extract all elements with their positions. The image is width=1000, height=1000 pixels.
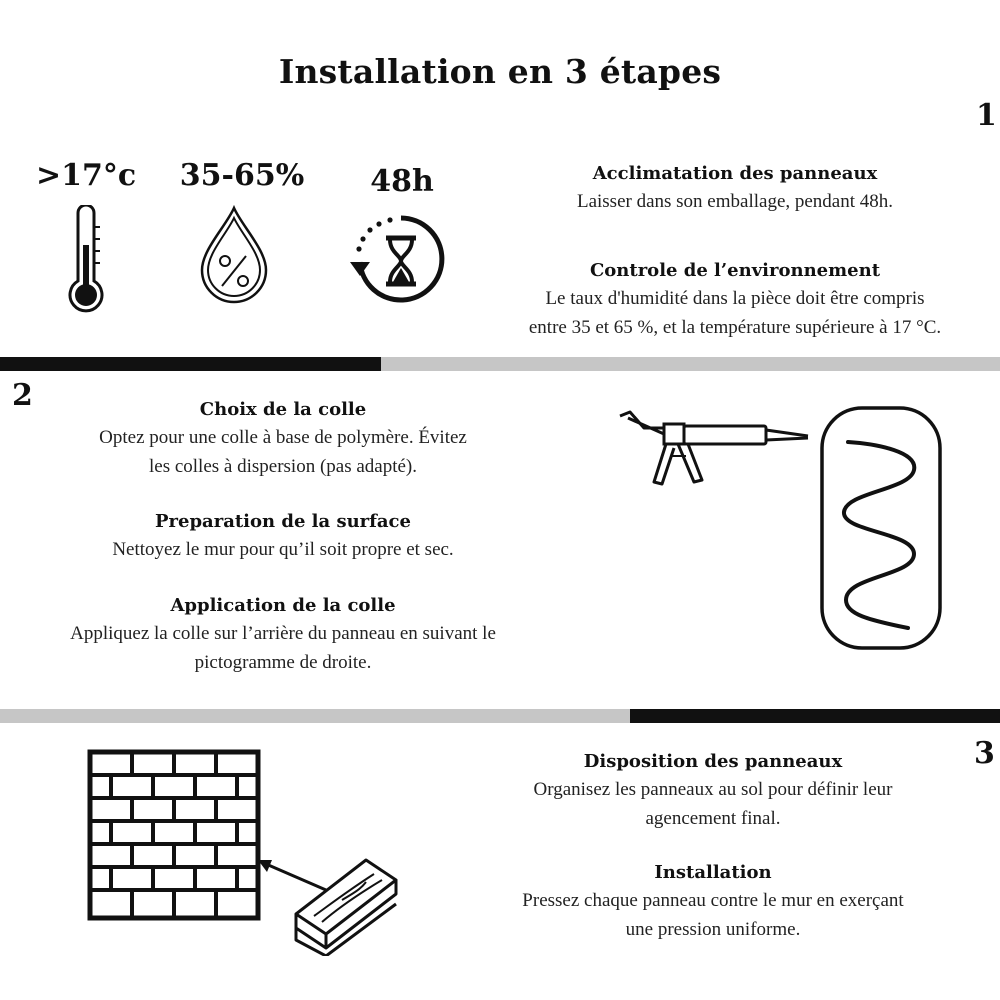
step2-block-colle: Choix de la colle Optez pour une colle à… <box>30 397 536 481</box>
step1-heading-2: Controle de l’environnement <box>589 260 881 281</box>
step2-heading-2: Preparation de la surface <box>155 511 411 532</box>
caulking-gun-icon <box>616 408 816 492</box>
step2-text-1a: Optez pour une colle à base de polymère.… <box>99 427 467 448</box>
step2-text-3b: pictogramme de droite. <box>194 652 372 673</box>
step-number-3: 3 <box>974 736 995 771</box>
thermometer-icon <box>64 205 108 315</box>
brick-wall-icon <box>86 748 262 922</box>
step2-text-2: Nettoyez le mur pour qu’il soit propre e… <box>112 539 454 560</box>
duration-value: 48h <box>370 164 434 199</box>
step3-block-disposition: Disposition des panneaux Organisez les p… <box>470 749 956 833</box>
divider-1-dark <box>0 357 381 371</box>
divider-2-dark <box>630 709 1000 723</box>
step3-text-1a: Organisez les panneaux au sol pour défin… <box>533 779 893 800</box>
step3-text-2a: Pressez chaque panneau contre le mur en … <box>522 890 904 911</box>
step2-text-1b: les colles à dispersion (pas adapté). <box>148 456 418 477</box>
step2-heading-1: Choix de la colle <box>199 399 367 420</box>
page-title: Installation en 3 étapes <box>278 52 722 91</box>
temperature-value: >17°c <box>36 158 137 193</box>
step1-block-environnement: Controle de l’environnement Le taux d'hu… <box>480 258 990 342</box>
humidity-drop-icon <box>196 204 272 306</box>
step2-block-surface: Preparation de la surface Nettoyez le mu… <box>30 509 536 564</box>
step1-heading-1: Acclimatation des panneaux <box>592 163 878 184</box>
step1-text-2b: entre 35 et 65 %, et la température supé… <box>528 317 942 338</box>
step2-heading-3: Application de la colle <box>170 595 396 616</box>
humidity-value: 35-65% <box>179 158 305 193</box>
wood-planks-icon <box>256 852 406 956</box>
step3-heading-1: Disposition des panneaux <box>583 751 843 772</box>
step3-heading-2: Installation <box>654 862 772 883</box>
step1-text-1: Laisser dans son emballage, pendant 48h. <box>576 191 894 212</box>
hourglass-timer-icon <box>346 210 452 308</box>
step2-block-application: Application de la colle Appliquez la col… <box>30 593 536 677</box>
step-number-1: 1 <box>976 98 997 133</box>
step3-text-2b: une pression uniforme. <box>625 919 801 940</box>
step-number-2: 2 <box>12 378 33 413</box>
step1-text-2a: Le taux d'humidité dans la pièce doit êt… <box>545 288 925 309</box>
step1-block-acclimatation: Acclimatation des panneaux Laisser dans … <box>490 161 980 216</box>
step3-block-installation: Installation Pressez chaque panneau cont… <box>470 860 956 944</box>
divider-2-light <box>0 709 630 723</box>
divider-1-light <box>381 357 1000 371</box>
step2-text-3a: Appliquez la colle sur l’arrière du pann… <box>70 623 496 644</box>
step3-text-1b: agencement final. <box>645 808 781 829</box>
glue-pattern-panel-icon <box>818 404 944 652</box>
